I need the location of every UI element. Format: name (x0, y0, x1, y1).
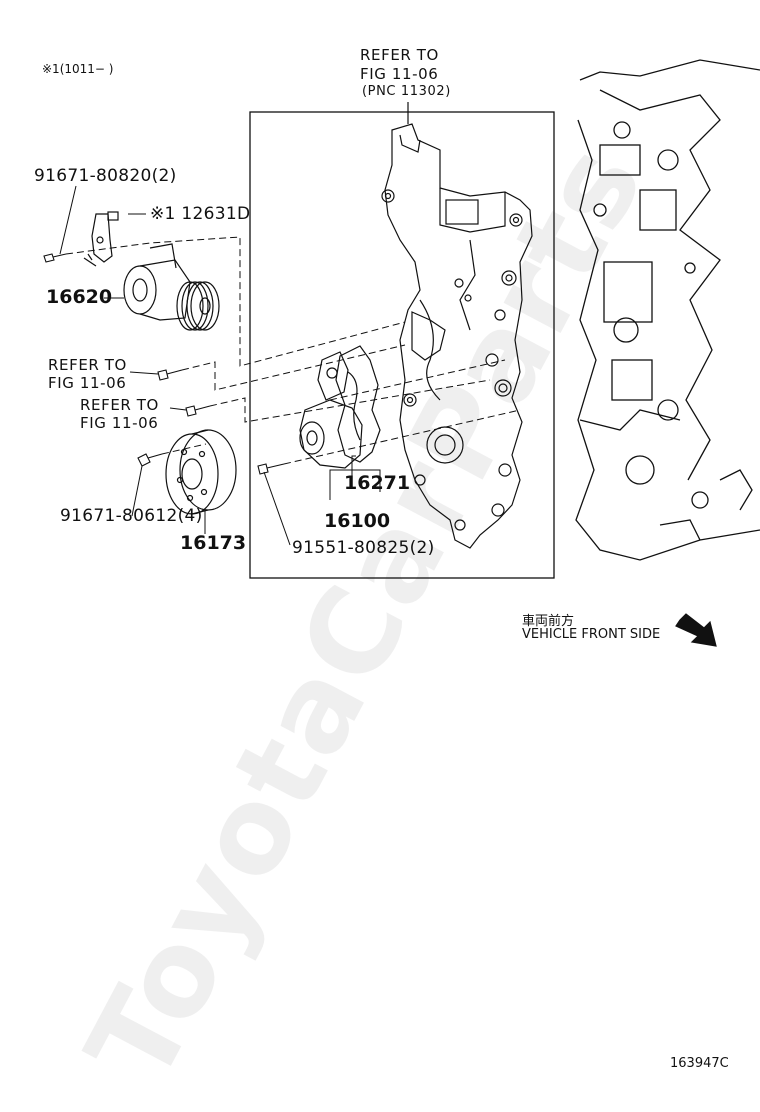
part-bolt-pump: 91551-80825(2) (292, 538, 435, 558)
part-pulley: 16173 (180, 532, 247, 554)
part-gasket: 16271 (344, 472, 411, 494)
timing-cover-illustration (381, 123, 533, 549)
note-range: ※1(1011− ) (42, 62, 114, 76)
bracket-illustration (83, 211, 119, 267)
part-tensioner: 16620 (46, 286, 113, 308)
tensioner-illustration (123, 243, 220, 331)
part-bolt-pulley: 91671-80612(4) (60, 506, 203, 526)
refer-top-line3: (PNC 11302) (362, 84, 451, 99)
part-bolt-tensioner: 91671-80820(2) (34, 166, 177, 186)
refer-top-line1: REFER TO (360, 46, 439, 64)
part-bracket: ※1 12631D (150, 204, 251, 224)
part-water-pump: 16100 (324, 510, 391, 532)
refer-top-line2: FIG 11-06 (360, 65, 439, 83)
refer-left-1-line2: FIG 11-06 (48, 374, 127, 392)
refer-left-1-line1: REFER TO (48, 356, 127, 374)
refer-left-2-line2: FIG 11-06 (80, 414, 159, 432)
water-pump-illustration (299, 351, 363, 469)
pulley-illustration (165, 429, 237, 515)
vehicle-front-arrow (675, 613, 717, 647)
leader-lines (59, 185, 381, 546)
direction-jp: 車両前方 (522, 614, 575, 629)
direction-en: VEHICLE FRONT SIDE (522, 627, 661, 642)
refer-left-2-line1: REFER TO (80, 396, 159, 414)
engine-block-illustration (575, 59, 760, 561)
assembly-lines (65, 236, 521, 465)
reference-box (249, 111, 555, 579)
figure-id: 163947C (670, 1056, 729, 1071)
bolts (43, 253, 285, 475)
